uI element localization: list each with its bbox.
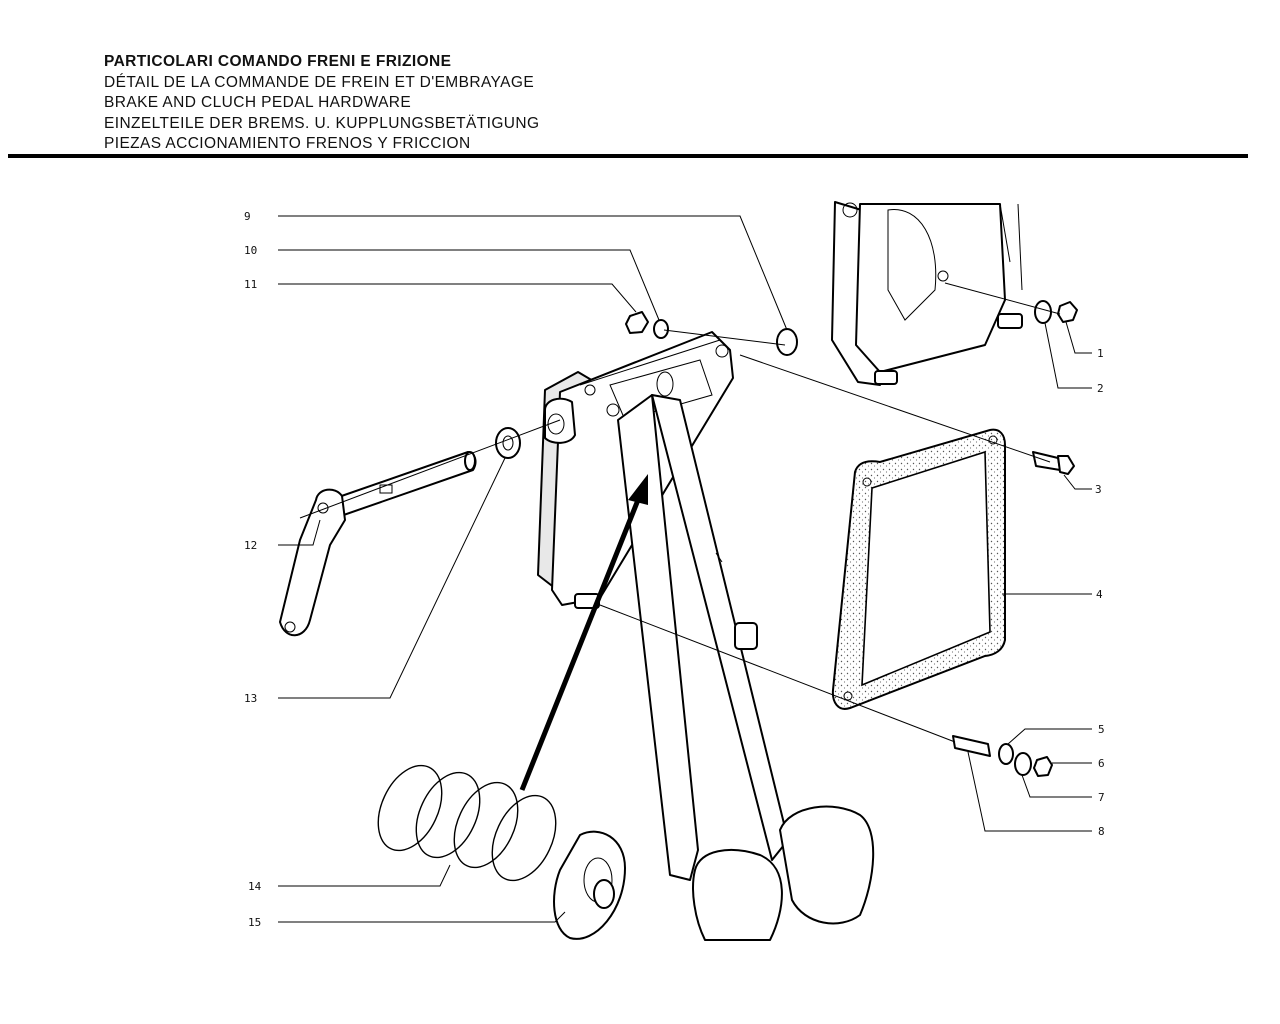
alignment-lines [299, 282, 1061, 743]
brake-clutch-pedals [617, 394, 875, 941]
washer-13 [495, 427, 521, 459]
callout-13: 13 [244, 692, 257, 705]
header-block: PARTICOLARI COMANDO FRENI E FRIZIONE DÉT… [104, 52, 539, 155]
title-english: BRAKE AND CLUCH PEDAL HARDWARE [104, 94, 412, 111]
title-spanish: PIEZAS ACCIONAMIENTO FRENOS Y FRICCION [104, 135, 471, 152]
callout-14: 14 [248, 880, 262, 893]
header-rule [8, 154, 1248, 158]
callout-2: 2 [1097, 382, 1104, 395]
assembly-arrow [519, 474, 648, 791]
callout-5: 5 [1098, 723, 1105, 736]
callout-4: 4 [1096, 588, 1103, 601]
callout-10: 10 [244, 244, 257, 257]
callout-3: 3 [1095, 483, 1102, 496]
right-hardware [574, 300, 1078, 777]
callout-labels: 9 10 11 12 13 14 15 1 2 3 4 5 6 7 8 [244, 210, 1105, 929]
bracket-gasket [831, 428, 1006, 710]
bulkhead-panel [831, 201, 1023, 386]
callout-12: 12 [244, 539, 257, 552]
callout-8: 8 [1098, 825, 1105, 838]
pedal-bracket [537, 331, 734, 606]
callout-6: 6 [1098, 757, 1105, 770]
callout-9: 9 [244, 210, 251, 223]
callout-1: 1 [1097, 347, 1104, 360]
title-german: EINZELTEILE DER BREMS. U. KUPPLUNGSBETÄT… [104, 114, 540, 132]
callout-15: 15 [248, 916, 261, 929]
callout-7: 7 [1098, 791, 1105, 804]
top-hardware [625, 311, 798, 356]
spring-cup [553, 830, 626, 940]
return-springs [377, 764, 557, 882]
title-italian: PARTICOLARI COMANDO FRENI E FRIZIONE [104, 53, 452, 70]
callout-11: 11 [244, 278, 257, 291]
title-french: DÉTAIL DE LA COMMANDE DE FREIN ET D'EMBR… [104, 73, 535, 91]
leader-lines [278, 215, 1092, 923]
pivot-shaft-lever [279, 451, 477, 637]
